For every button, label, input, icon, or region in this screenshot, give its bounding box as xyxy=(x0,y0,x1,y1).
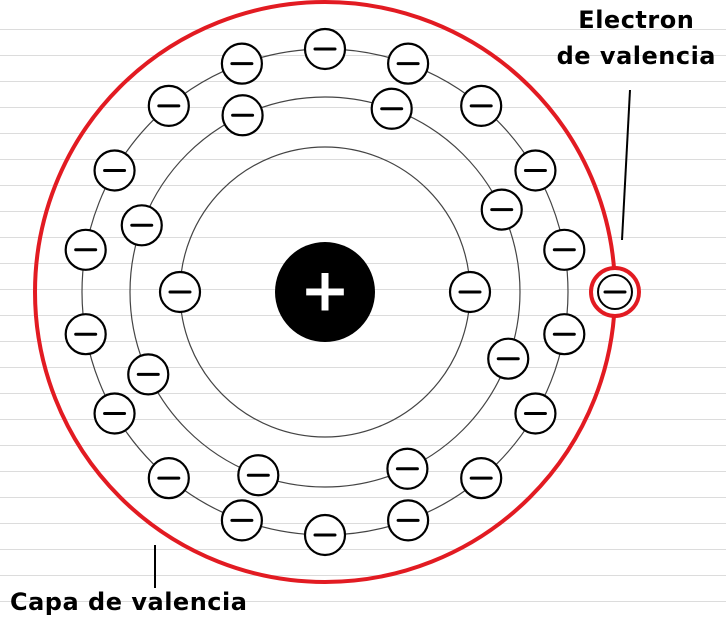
electron xyxy=(460,457,503,500)
electron xyxy=(158,270,202,314)
valence-electron xyxy=(589,266,641,318)
electron xyxy=(64,228,107,271)
nucleus-core xyxy=(275,242,375,342)
valence-electron-label-line2: de valencia xyxy=(556,42,716,70)
electron xyxy=(237,454,280,497)
electron xyxy=(514,149,557,192)
valence-electron-label-line1: Electron xyxy=(578,6,695,34)
orbit-shell-2 xyxy=(129,96,521,488)
electron xyxy=(147,457,190,500)
valence-electron-leader-line xyxy=(621,89,631,241)
electron xyxy=(93,149,136,192)
nucleus: + xyxy=(275,242,375,342)
electron xyxy=(387,42,430,85)
electrons xyxy=(64,27,641,557)
valence-electron-label: Electron de valencia xyxy=(557,2,716,74)
electron xyxy=(543,313,586,356)
electron xyxy=(448,270,492,314)
electron xyxy=(487,337,530,380)
electron xyxy=(303,513,347,557)
electron xyxy=(460,84,503,127)
electron xyxy=(303,27,347,71)
electron xyxy=(370,87,413,130)
electron xyxy=(93,392,136,435)
electron xyxy=(221,94,264,137)
electron xyxy=(480,188,523,231)
electron xyxy=(64,313,107,356)
electron xyxy=(514,392,557,435)
nucleus-plus-sign: + xyxy=(300,256,350,326)
electron xyxy=(127,353,170,396)
electron xyxy=(147,84,190,127)
valence-shell-label: Capa de valencia xyxy=(10,588,248,616)
electron xyxy=(220,42,263,85)
electron xyxy=(120,204,163,247)
electron xyxy=(543,228,586,271)
electron xyxy=(386,447,429,490)
leader-lines xyxy=(154,89,631,588)
electron xyxy=(220,499,263,542)
electron xyxy=(387,499,430,542)
